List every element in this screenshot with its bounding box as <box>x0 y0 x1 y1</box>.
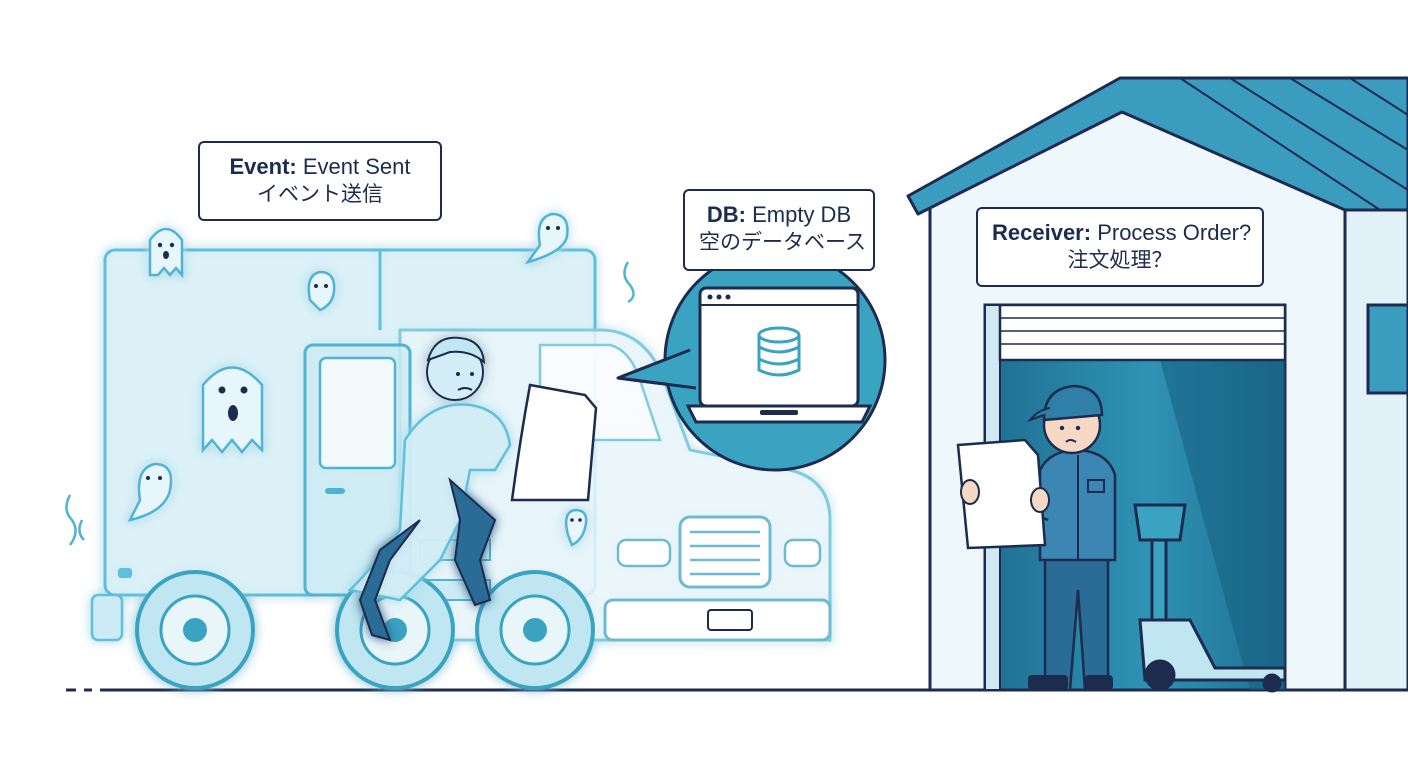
db-label-text: Empty DB <box>745 202 852 227</box>
truck-wheel-rear <box>135 570 255 690</box>
receiver-label-jp: 注文処理？ <box>1067 247 1173 272</box>
rolling-shutter <box>998 303 1287 362</box>
database-icon <box>757 326 801 377</box>
truck-grille <box>678 515 772 589</box>
laptop-icon <box>685 286 873 424</box>
wisp-lines <box>65 261 635 546</box>
ghost-courier-document <box>510 383 598 502</box>
event-label-jp: イベント送信 <box>257 181 383 206</box>
event-label-text: Event Sent <box>296 154 411 179</box>
receiver-label: Receiver: Process Order? 注文処理？ <box>976 207 1264 287</box>
db-speech-bubble <box>616 248 887 472</box>
ghost-faces <box>146 226 582 522</box>
event-label: Event: Event Sent イベント送信 <box>198 141 442 221</box>
worker-cap <box>1042 384 1104 422</box>
db-label-jp: 空のデータベース <box>699 229 866 254</box>
warehouse-window <box>1366 303 1408 395</box>
receiver-label-text: Process Order? <box>1091 220 1252 245</box>
db-label: DB: Empty DB 空のデータベース <box>683 189 875 271</box>
receiver-label-key: Receiver: <box>992 220 1092 245</box>
db-label-key: DB: <box>706 202 746 227</box>
truck-wheel-front <box>475 570 595 690</box>
pallet-jack-icon <box>1133 503 1287 693</box>
event-label-key: Event: <box>229 154 297 179</box>
ghost-courier <box>347 336 512 642</box>
worker-document <box>956 438 1050 550</box>
